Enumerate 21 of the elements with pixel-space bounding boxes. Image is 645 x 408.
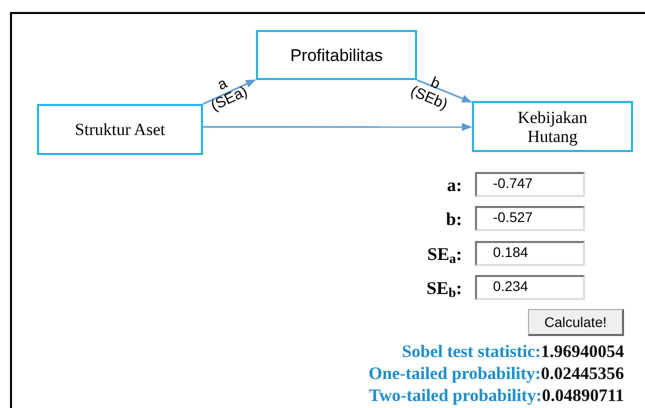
result-value: 0.04890711 [542, 385, 624, 406]
result-label: One-tailed probability: [368, 363, 541, 384]
result-label: Two-tailed probability: [368, 385, 542, 406]
result-label: Sobel test statistic: [402, 341, 541, 362]
variable-box: Struktur Aset [37, 104, 203, 155]
input-field: -0.747 [475, 172, 585, 197]
field-label: a: [446, 174, 462, 196]
variable-box: Kebijakan Hutang [472, 101, 633, 152]
field-label: SE$_{a}$: [426, 243, 462, 265]
arrow [202, 79, 256, 105]
result-value: 0.02445356 [540, 363, 624, 384]
variable-box: Profitabilitas [256, 30, 417, 80]
field-label: b: [444, 208, 462, 230]
input-field: -0.527 [475, 206, 585, 231]
calculate-button: Calculate! [528, 309, 624, 336]
field-label: SE$_{b}$: [425, 277, 462, 299]
arrow [203, 123, 472, 131]
arrow [416, 79, 472, 103]
input-field: 0.234 [475, 275, 585, 300]
result-value: 1.96940054 [540, 341, 624, 362]
input-field: 0.184 [475, 241, 585, 266]
